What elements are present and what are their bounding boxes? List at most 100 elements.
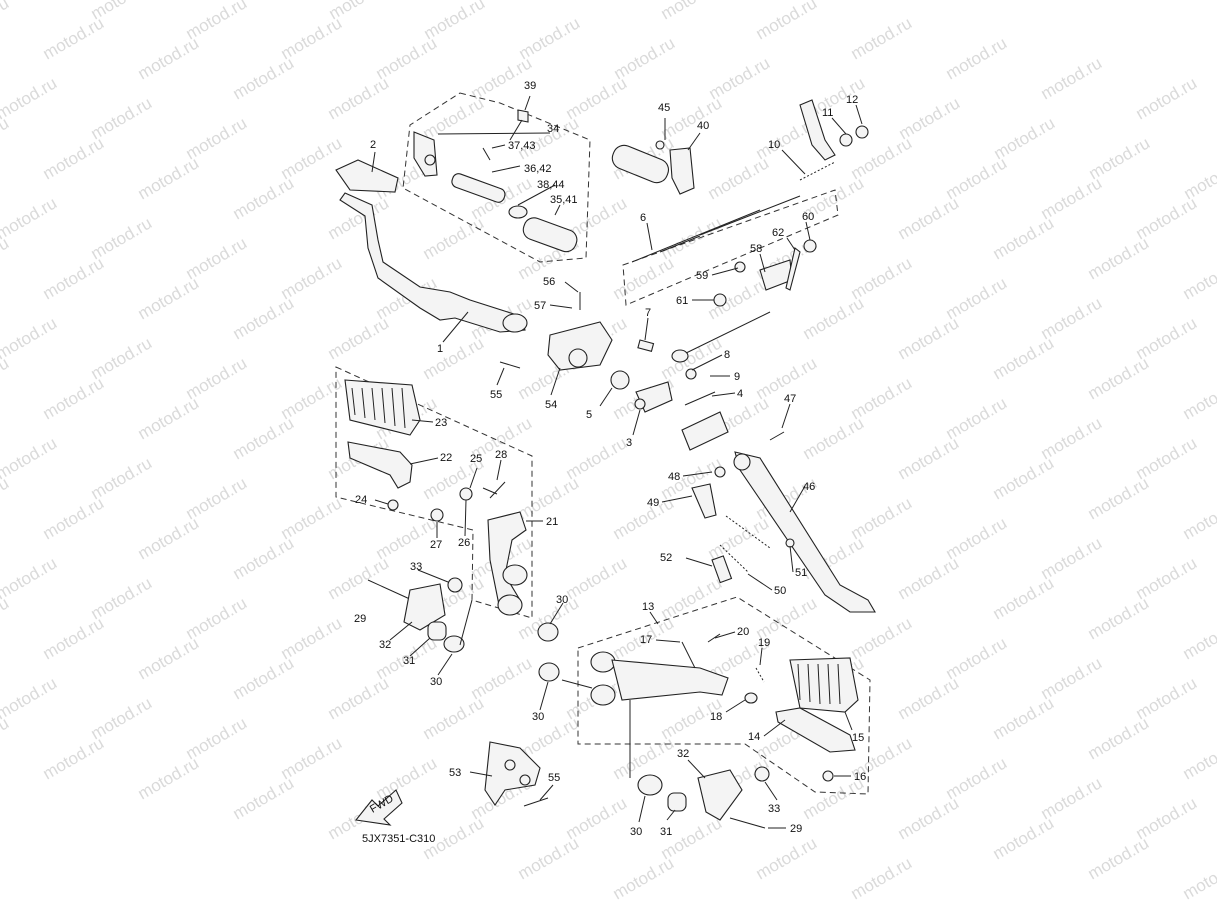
callout-60: 60 xyxy=(802,211,814,223)
callout-38-44: 38,44 xyxy=(537,179,565,191)
watermark-text: motod.ru xyxy=(40,253,108,303)
watermark-text: motod.ru xyxy=(230,533,298,583)
watermark-text: motod.ru xyxy=(0,473,12,523)
watermark-text: motod.ru xyxy=(420,93,488,143)
callout-28: 28 xyxy=(495,449,507,461)
callout-10: 10 xyxy=(768,139,780,151)
watermark-text: motod.ru xyxy=(895,193,963,243)
callout-55-upper: 55 xyxy=(490,389,502,401)
callout-12: 12 xyxy=(846,94,858,106)
callout-30-b: 30 xyxy=(430,676,442,688)
watermark-text: motod.ru xyxy=(230,773,298,823)
callout-45: 45 xyxy=(658,102,670,114)
watermark-text: motod.ru xyxy=(1085,713,1153,763)
watermark-text: motod.ru xyxy=(800,293,868,343)
callout-3: 3 xyxy=(626,437,632,449)
callout-22: 22 xyxy=(440,452,452,464)
callout-51: 51 xyxy=(795,567,807,579)
watermark-text: motod.ru xyxy=(610,733,678,783)
callout-40: 40 xyxy=(697,120,709,132)
callout-1: 1 xyxy=(437,343,443,355)
watermark-text: motod.ru xyxy=(1180,853,1217,903)
watermark-text: motod.ru xyxy=(40,13,108,63)
callout-32-left: 32 xyxy=(379,639,391,651)
front-footrest-right xyxy=(561,633,859,782)
callout-62: 62 xyxy=(772,227,784,239)
watermark-text: motod.ru xyxy=(420,693,488,743)
callout-34: 34 xyxy=(547,123,559,135)
callout-58: 58 xyxy=(750,243,762,255)
watermark-text: motod.ru xyxy=(0,313,60,363)
watermark-text: motod.ru xyxy=(990,453,1058,503)
callout-33-left: 33 xyxy=(410,561,422,573)
watermark-text: motod.ru xyxy=(40,613,108,663)
watermark-text: motod.ru xyxy=(0,113,12,163)
watermark-text: motod.ru xyxy=(1180,493,1217,543)
watermark-text: motod.ru xyxy=(1085,833,1153,883)
callout-9: 9 xyxy=(734,371,740,383)
watermark-text: motod.ru xyxy=(0,233,12,283)
leader-lines xyxy=(371,95,863,829)
callout-55-lower: 55 xyxy=(548,772,560,784)
watermark-text: motod.ru xyxy=(325,553,393,603)
watermark-text: motod.ru xyxy=(1085,353,1153,403)
watermark-text: motod.ru xyxy=(753,833,821,883)
watermark-text: motod.ru xyxy=(990,813,1058,863)
callout-24: 24 xyxy=(355,494,367,506)
callout-8: 8 xyxy=(724,349,730,361)
pivot-bracket xyxy=(499,292,716,413)
callout-4: 4 xyxy=(737,388,743,400)
watermark-text: motod.ru xyxy=(0,553,60,603)
watermark-text: motod.ru xyxy=(895,673,963,723)
callout-32-right: 32 xyxy=(677,748,689,760)
watermark-text: motod.ru xyxy=(40,733,108,783)
watermark-text: motod.ru xyxy=(1038,53,1106,103)
callout-30-d: 30 xyxy=(630,826,642,838)
watermark-text: motod.ru xyxy=(1180,373,1217,423)
watermark-text: motod.ru xyxy=(135,633,203,683)
watermark-text: motod.ru xyxy=(325,73,393,123)
callout-27: 27 xyxy=(430,539,442,551)
watermark-text: motod.ru xyxy=(230,653,298,703)
callout-25: 25 xyxy=(470,453,482,465)
watermark-text: motod.ru xyxy=(1180,613,1217,663)
callout-47: 47 xyxy=(784,393,796,405)
watermark-text: motod.ru xyxy=(230,293,298,343)
callout-57: 57 xyxy=(534,300,546,312)
watermark-text: motod.ru xyxy=(0,0,12,43)
footrest-rear-parts xyxy=(413,109,578,253)
watermark-text: motod.ru xyxy=(0,433,60,483)
callout-37-43: 37,43 xyxy=(508,140,536,152)
callout-31-left: 31 xyxy=(403,655,415,667)
watermark-text: motod.ru xyxy=(40,133,108,183)
watermark-text: motod.ru xyxy=(40,493,108,543)
callout-26: 26 xyxy=(458,537,470,549)
watermark-text: motod.ru xyxy=(135,33,203,83)
watermark-text: motod.ru xyxy=(895,313,963,363)
callout-46: 46 xyxy=(803,481,815,493)
callout-48: 48 xyxy=(668,471,680,483)
brake-pedal xyxy=(335,159,528,333)
callout-19: 19 xyxy=(758,637,770,649)
callout-14: 14 xyxy=(748,731,760,743)
callout-31-right: 31 xyxy=(660,826,672,838)
watermark-text: motod.ru xyxy=(40,373,108,423)
watermark-text: motod.ru xyxy=(0,193,60,243)
watermark-text: motod.ru xyxy=(895,793,963,843)
cable-clamp-parts xyxy=(713,239,817,307)
watermark-text: motod.ru xyxy=(1085,473,1153,523)
watermark-text: motod.ru xyxy=(0,353,12,403)
watermark-text: motod.ru xyxy=(990,573,1058,623)
watermark-text: motod.ru xyxy=(848,853,916,903)
watermark-text: motod.ru xyxy=(0,713,12,763)
callout-6: 6 xyxy=(640,212,646,224)
callout-30-c: 30 xyxy=(532,711,544,723)
callout-5: 5 xyxy=(586,409,592,421)
callout-52: 52 xyxy=(660,552,672,564)
drawing-code: 5JX7351-C310 xyxy=(362,833,435,845)
watermark-text: motod.ru xyxy=(990,693,1058,743)
brake-cable xyxy=(631,99,869,263)
watermark-text: motod.ru xyxy=(800,413,868,463)
callout-7: 7 xyxy=(645,307,651,319)
